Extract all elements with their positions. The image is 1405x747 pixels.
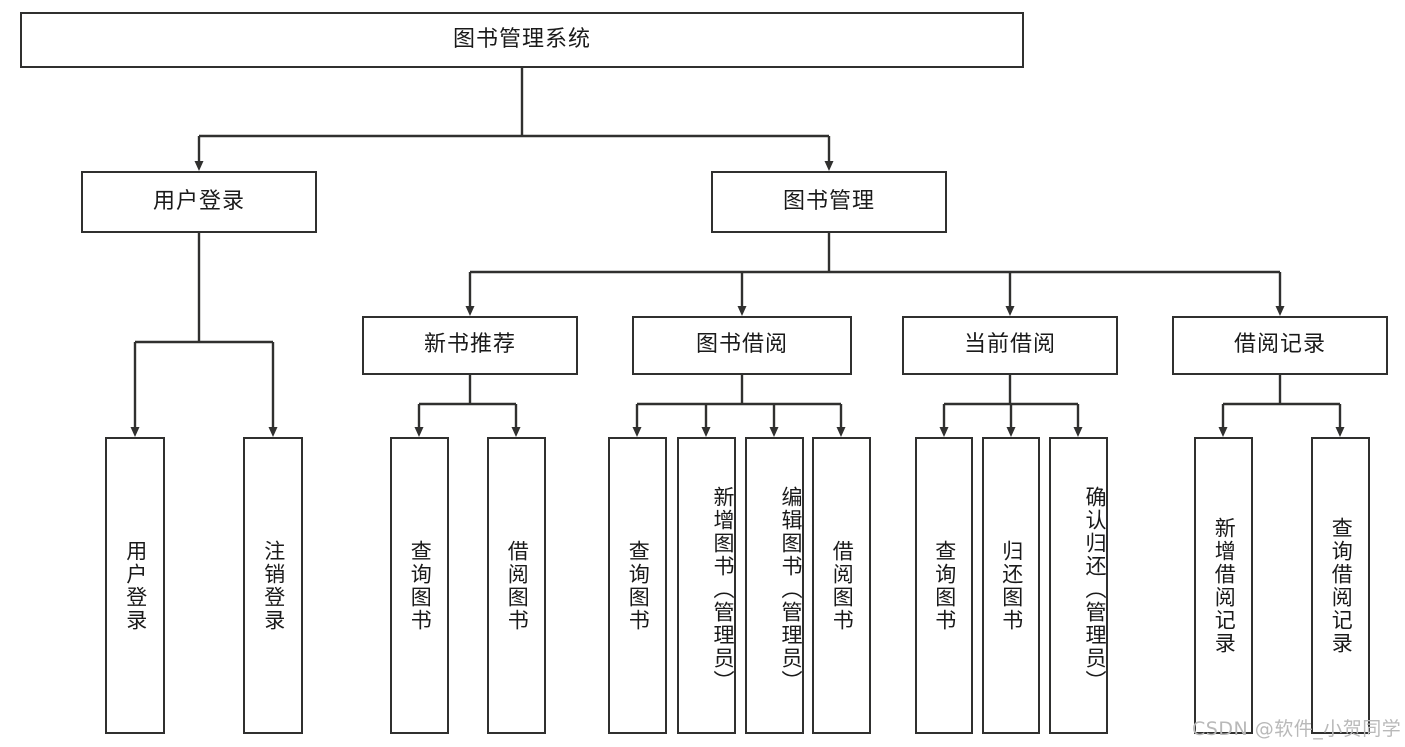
csdn-watermark: CSDN @软件_小贺同学 [1192, 718, 1402, 740]
node-label: 图书管理 [782, 188, 875, 214]
node-current[interactable]: 当前借阅 [902, 316, 1118, 375]
node-label: 用户登录 [152, 188, 245, 214]
node-leaf-newbook-query[interactable]: 查询图书 [390, 437, 449, 734]
node-records[interactable]: 借阅记录 [1172, 316, 1388, 375]
node-label: 借阅记录 [1233, 332, 1326, 358]
node-leaf-user-logout[interactable]: 注销登录 [243, 437, 303, 734]
node-label: 查询图书 [626, 539, 651, 632]
node-newbook[interactable]: 新书推荐 [362, 316, 578, 375]
node-label: 借阅图书 [830, 539, 855, 632]
node-label: 图书管理系统 [452, 26, 591, 52]
node-bookmgmt[interactable]: 图书管理 [711, 171, 947, 233]
node-label: 归还图书 [999, 539, 1024, 632]
node-leaf-current-confirm[interactable]: 确认归还（管理员） [1049, 437, 1108, 734]
node-borrow[interactable]: 图书借阅 [632, 316, 852, 375]
node-leaf-records-add[interactable]: 新增借阅记录 [1194, 437, 1253, 734]
node-leaf-current-return[interactable]: 归还图书 [982, 437, 1040, 734]
node-leaf-user-login[interactable]: 用户登录 [105, 437, 165, 734]
node-label: 确认归还（管理员） [1083, 486, 1107, 693]
node-leaf-current-query[interactable]: 查询图书 [915, 437, 973, 734]
node-label: 当前借阅 [963, 332, 1056, 358]
node-leaf-borrow-query[interactable]: 查询图书 [608, 437, 667, 734]
node-leaf-records-query[interactable]: 查询借阅记录 [1311, 437, 1370, 734]
node-label: 编辑图书（管理员） [779, 486, 803, 693]
node-leaf-borrow-lend[interactable]: 借阅图书 [812, 437, 871, 734]
node-label: 注销登录 [261, 539, 286, 632]
node-label: 查询图书 [408, 539, 433, 632]
node-label: 用户登录 [123, 539, 148, 632]
node-login[interactable]: 用户登录 [81, 171, 317, 233]
node-leaf-borrow-edit[interactable]: 编辑图书（管理员） [745, 437, 804, 734]
node-leaf-borrow-add[interactable]: 新增图书（管理员） [677, 437, 736, 734]
node-label: 新增图书（管理员） [711, 486, 735, 693]
node-label: 图书借阅 [695, 332, 788, 358]
node-label: 新增借阅记录 [1212, 516, 1237, 655]
node-label: 查询借阅记录 [1329, 516, 1354, 655]
node-root[interactable]: 图书管理系统 [20, 12, 1024, 68]
node-label: 新书推荐 [423, 332, 516, 358]
node-label: 查询图书 [932, 539, 957, 632]
node-leaf-newbook-borrow[interactable]: 借阅图书 [487, 437, 546, 734]
node-label: 借阅图书 [505, 539, 530, 632]
